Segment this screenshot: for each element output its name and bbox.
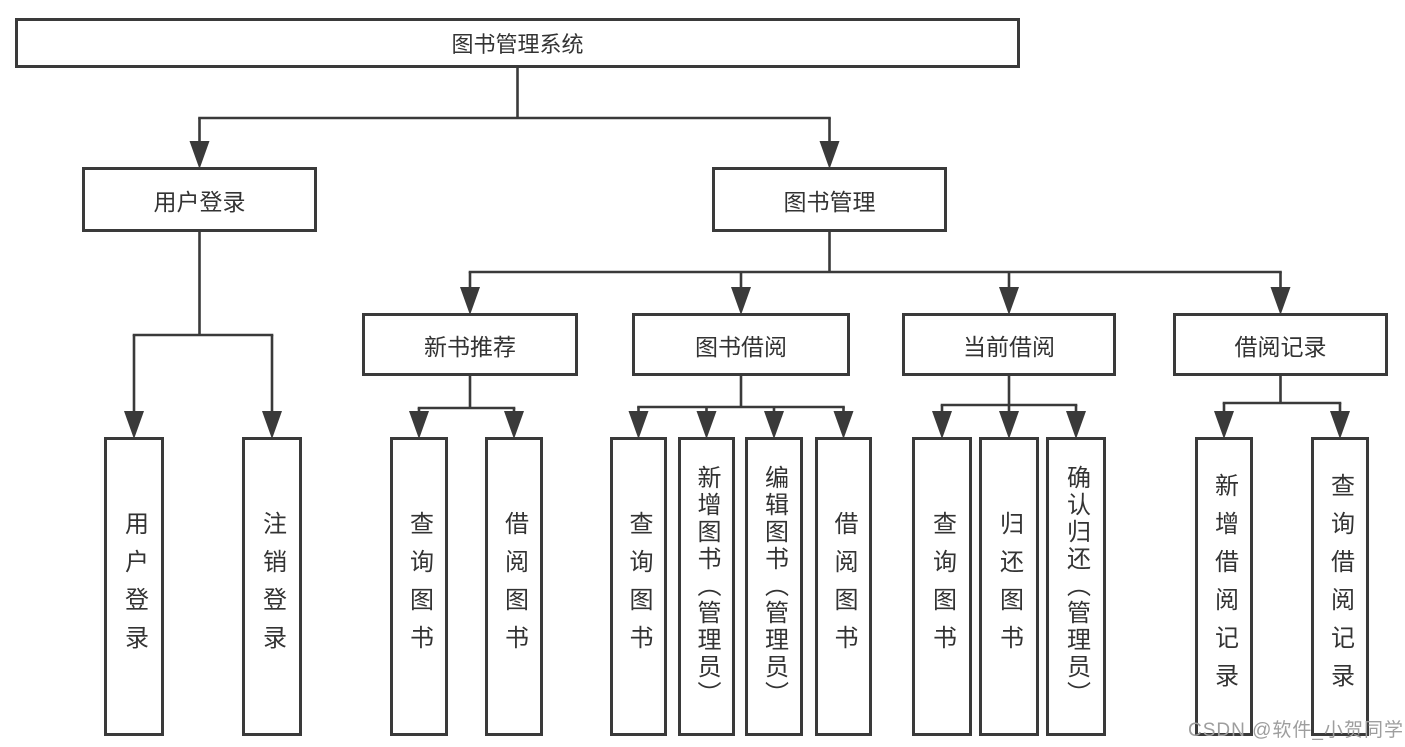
node-label: 查询图书 (625, 510, 652, 663)
node-current-borrow: 当前借阅 (902, 313, 1116, 376)
arrowhead-icon (932, 411, 952, 439)
node-root: 图书管理系统 (15, 18, 1020, 68)
node-leaf-confirm-return: 确认归还（管理员） (1046, 437, 1106, 736)
node-leaf-add-book: 新增图书（管理员） (678, 437, 735, 736)
node-label: 查询图书 (405, 510, 433, 663)
node-label: 用户登录 (120, 510, 148, 663)
node-label: 图书借阅 (695, 333, 787, 360)
arrowhead-icon (819, 141, 840, 169)
node-leaf-query-new: 查询图书 (390, 437, 448, 736)
arrowhead-icon (1214, 411, 1234, 439)
arrowhead-icon (124, 411, 144, 439)
node-label: 查询借阅记录 (1326, 472, 1354, 701)
arrowhead-icon (764, 411, 784, 439)
arrowhead-icon (409, 411, 429, 439)
arrowhead-icon (1066, 411, 1086, 439)
node-leaf-borrow-book: 借阅图书 (815, 437, 872, 736)
arrowhead-icon (504, 411, 524, 439)
node-book-mgmt: 图书管理 (712, 167, 947, 232)
node-label: 借阅图书 (500, 510, 528, 663)
arrowhead-icon (731, 287, 751, 315)
node-label: 确认归还（管理员） (1062, 465, 1090, 708)
arrowhead-icon (999, 287, 1019, 315)
node-book-borrow: 图书借阅 (632, 313, 850, 376)
node-leaf-borrow-new: 借阅图书 (485, 437, 543, 736)
arrowhead-icon (999, 411, 1019, 439)
node-leaf-edit-book: 编辑图书（管理员） (745, 437, 803, 736)
node-label: 编辑图书（管理员） (760, 465, 788, 708)
node-leaf-query-record: 查询借阅记录 (1311, 437, 1369, 736)
node-leaf-return-book: 归还图书 (979, 437, 1039, 736)
arrowhead-icon (189, 141, 210, 169)
arrowhead-icon (1330, 411, 1350, 439)
watermark: CSDN @软件_小贺同学 (1188, 720, 1404, 741)
node-label: 新增图书（管理员） (693, 465, 720, 708)
node-label: 图书管理 (783, 188, 876, 215)
node-label: 借阅记录 (1234, 333, 1327, 360)
arrowhead-icon (696, 411, 717, 439)
arrowhead-icon (262, 411, 282, 439)
node-label: 图书管理系统 (451, 32, 584, 57)
node-leaf-query-current: 查询图书 (912, 437, 972, 736)
node-user-login: 用户登录 (82, 167, 317, 232)
node-label: 用户登录 (153, 188, 246, 215)
node-label: 当前借阅 (963, 333, 1055, 360)
node-leaf-query-borrow: 查询图书 (610, 437, 667, 736)
arrowhead-icon (628, 411, 649, 439)
arrowhead-icon (460, 287, 480, 315)
node-new-books: 新书推荐 (362, 313, 578, 376)
node-label: 注销登录 (258, 510, 286, 663)
arrowhead-icon (1270, 287, 1291, 315)
node-label: 借阅图书 (830, 510, 857, 663)
node-leaf-user-login: 用户登录 (104, 437, 164, 736)
node-label: 新书推荐 (424, 333, 516, 360)
node-label: 查询图书 (928, 510, 956, 663)
node-borrow-records: 借阅记录 (1173, 313, 1388, 376)
node-leaf-logout: 注销登录 (242, 437, 302, 736)
arrowhead-icon (833, 411, 854, 439)
node-leaf-add-record: 新增借阅记录 (1195, 437, 1253, 736)
node-label: 新增借阅记录 (1210, 472, 1238, 701)
node-label: 归还图书 (995, 510, 1023, 663)
